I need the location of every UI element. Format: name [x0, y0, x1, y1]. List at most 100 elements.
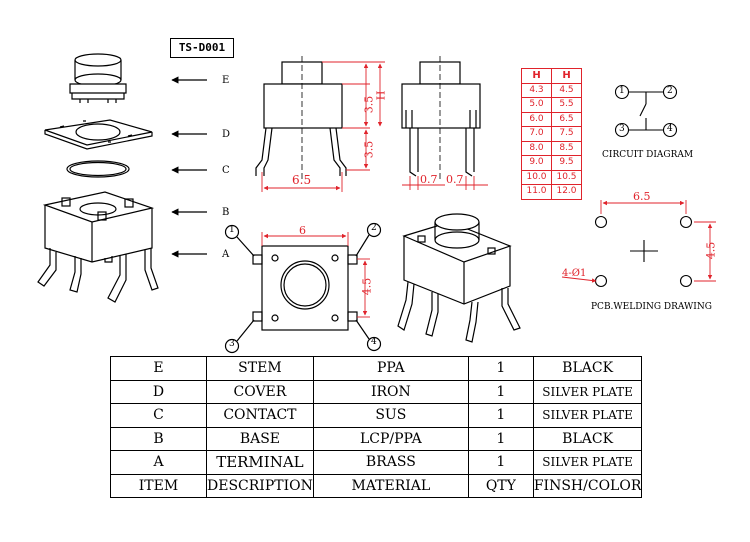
part-label-d: D: [222, 129, 231, 140]
top-pin-2: 2: [371, 223, 377, 233]
side-h-dim: H: [374, 90, 388, 101]
bom-cell: SILVER PLATE: [532, 379, 643, 404]
side-view-dims: [261, 61, 385, 192]
height-cell: 11.0: [521, 184, 552, 200]
bom-header-cell: DESCRIPTION: [206, 473, 314, 498]
table-row: C CONTACT SUS 1 SILVER PLATE: [110, 403, 643, 428]
bom-cell: CONTACT: [206, 403, 314, 428]
bom-cell: LCP/PPA: [312, 426, 469, 451]
bom-cell: 1: [467, 403, 534, 428]
bom-cell: 1: [467, 426, 534, 451]
pcb-height-dim: 4.5: [704, 241, 718, 260]
circuit-pin-2: 2: [667, 86, 673, 96]
top-width-dim: 6: [299, 224, 306, 237]
pcb-welding: [594, 215, 693, 288]
table-row: E STEM PPA 1 BLACK: [110, 356, 643, 381]
bom-cell: D: [110, 379, 207, 404]
pcb-width-dim: 6.5: [633, 190, 651, 203]
bom-header-cell: QTY: [467, 473, 534, 498]
height-cell: 10.5: [551, 169, 582, 185]
table-row: A TERMINAL BRASS 1 SILVER PLATE: [110, 450, 643, 475]
height-cell: 10.0: [521, 169, 552, 185]
top-view-dims: [261, 232, 370, 318]
top-pin-4: 4: [371, 337, 377, 347]
exploded-view: [37, 53, 207, 303]
pcb-hole-label: 4-Ø1: [562, 268, 587, 279]
bom-cell: 1: [467, 450, 534, 475]
contact-part: [66, 160, 130, 178]
bom-cell: SUS: [312, 403, 469, 428]
base-part: [37, 191, 159, 303]
stem-part: [69, 53, 127, 103]
part-label-e: E: [222, 75, 230, 86]
front-view-dims: [402, 176, 488, 190]
bom-cell: BRASS: [312, 450, 469, 475]
top-pin-1: 1: [229, 225, 235, 235]
bom-cell: B: [110, 426, 207, 451]
height-cell: 9.5: [551, 155, 582, 171]
front-dim-a: 0.7: [420, 173, 438, 186]
bom-cell: COVER: [206, 379, 314, 404]
table-row: B BASE LCP/PPA 1 BLACK: [110, 426, 643, 451]
bom-header-cell: FINSH/COLOR: [532, 473, 643, 498]
top-pin-3: 3: [229, 339, 235, 349]
circuit-pin-1: 1: [619, 86, 625, 96]
height-cell: 8.0: [521, 140, 552, 156]
height-header: H: [521, 68, 552, 84]
front-view: [401, 56, 481, 180]
height-cell: 4.3: [521, 82, 552, 98]
height-header: H: [551, 68, 582, 84]
bom-cell: BLACK: [532, 426, 643, 451]
bom-cell: TERMINAL: [206, 450, 314, 475]
bom-table: E STEM PPA 1 BLACK D COVER IRON 1 SILVER…: [110, 356, 643, 498]
table-row: D COVER IRON 1 SILVER PLATE: [110, 379, 643, 404]
height-cell: 7.0: [521, 126, 552, 142]
top-height-dim: 4.5: [360, 277, 374, 296]
pcb-dims: [561, 200, 716, 283]
bom-cell: BLACK: [532, 356, 643, 381]
side-lower-dim: 3.5: [362, 140, 376, 159]
bom-cell: E: [110, 356, 207, 381]
pcb-caption: PCB.WELDING DRAWING: [591, 302, 712, 312]
height-cell: 6.5: [551, 111, 582, 127]
height-cell: 9.0: [521, 155, 552, 171]
bom-cell: 1: [467, 356, 534, 381]
height-cell: 12.0: [551, 184, 582, 200]
part-label-a: A: [222, 249, 230, 260]
circuit-diagram: [614, 84, 678, 138]
height-cell: 5.0: [521, 97, 552, 113]
bom-cell: STEM: [206, 356, 314, 381]
circuit-caption: CIRCUIT DIAGRAM: [602, 150, 694, 160]
bom-cell: SILVER PLATE: [532, 450, 643, 475]
height-cell: 6.0: [521, 111, 552, 127]
height-cell: 8.5: [551, 140, 582, 156]
side-width-dim: 6.5: [292, 173, 312, 187]
bom-cell: SILVER PLATE: [532, 403, 643, 428]
circuit-pin-3: 3: [619, 124, 625, 134]
bom-cell: C: [110, 403, 207, 428]
front-dim-b: 0.7: [446, 173, 464, 186]
part-label-c: C: [222, 165, 230, 176]
height-cell: 7.5: [551, 126, 582, 142]
isometric-view: [397, 213, 521, 343]
part-label-b: B: [222, 207, 230, 218]
bom-cell: A: [110, 450, 207, 475]
circuit-pin-4: 4: [667, 124, 673, 134]
part-leaders: [171, 76, 207, 258]
model-number: TS-D001: [170, 38, 234, 58]
height-cell: 5.5: [551, 97, 582, 113]
bom-header-cell: MATERIAL: [312, 473, 469, 498]
bom-cell: 1: [467, 379, 534, 404]
bom-header-cell: ITEM: [110, 473, 207, 498]
height-cell: 4.5: [551, 82, 582, 98]
bom-cell: BASE: [206, 426, 314, 451]
bom-cell: IRON: [312, 379, 469, 404]
side-view: [255, 56, 347, 180]
table-header-row: ITEM DESCRIPTION MATERIAL QTY FINSH/COLO…: [110, 473, 643, 498]
cover-part: [44, 119, 153, 150]
bom-cell: PPA: [312, 356, 469, 381]
side-upper-dim: 3.5: [362, 95, 376, 114]
top-view: [224, 222, 382, 354]
